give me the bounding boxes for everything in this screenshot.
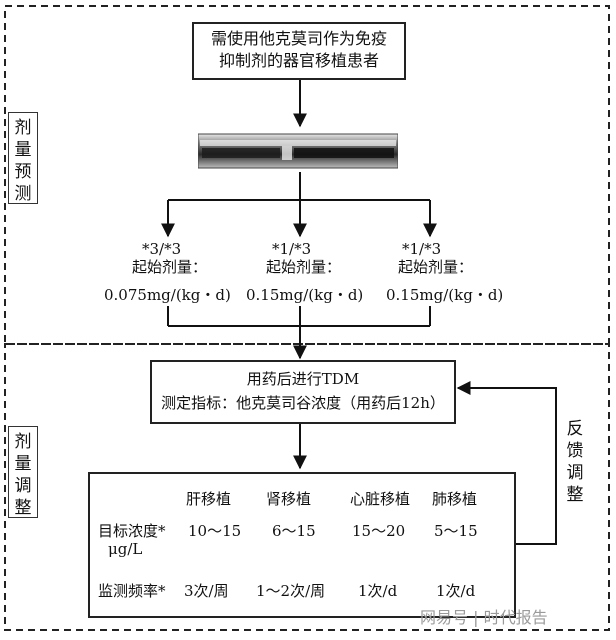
table-row1-heart: 15～20 [352,522,406,540]
patient-box-line2: 抑制剂的器官移植患者 [218,51,379,70]
tdm-box-line1: 用药后进行TDM [246,370,360,388]
feedback-loop-line [456,381,557,545]
table-row1-lung: 5～15 [434,522,478,540]
watermark: 网易号 | 时代报告 [420,608,548,627]
tdm-box-line2: 测定指标：他克莫司谷浓度（用药后12h） [161,394,445,412]
table-col-heart: 心脏移植 [350,490,411,508]
genotype-left: *3/*3 [142,240,182,258]
table-col-liver: 肝移植 [186,490,232,508]
table-row2-liver: 3次/周 [184,582,229,600]
dose-value-left: 0.075mg/(kg・d) [104,286,231,304]
monitoring-table-box: 肝移植 肾移植 心脏移植 肺移植 目标浓度* μg/L 10～15 6～15 1… [88,472,516,618]
table-row1-liver: 10～15 [188,522,242,540]
table-row2-kidney: 1～2次/周 [256,582,326,600]
dose-label-middle: 起始剂量： [266,258,342,276]
dose-label-right: 起始剂量： [398,258,474,276]
table-col-kidney: 肾移植 [266,490,312,508]
gene-chip-image [197,130,399,172]
table-row2-heart: 1次/d [358,582,398,600]
genotype-right: *1/*3 [402,240,442,258]
table-row1-kidney: 6～15 [272,522,316,540]
tdm-box: 用药后进行TDM 测定指标：他克莫司谷浓度（用药后12h） [150,360,456,424]
dose-value-right: 0.15mg/(kg・d) [386,286,504,304]
section-label-prediction: 剂 量 预 测 [8,112,38,204]
patient-box: 需使用他克莫司作为免疫 抑制剂的器官移植患者 [192,22,406,80]
genotype-middle: *1/*3 [272,240,312,258]
table-row1-label-a: 目标浓度* [98,522,166,540]
patient-box-line1: 需使用他克莫司作为免疫 [210,29,387,48]
section-label-adjustment: 剂 量 调 整 [8,426,38,518]
adjustment-section-frame [4,343,610,631]
table-col-lung: 肺移植 [432,490,478,508]
feedback-label: 反 馈 调 整 [560,418,590,506]
table-row2-label: 监测频率* [98,582,166,600]
dose-label-left: 起始剂量： [132,258,208,276]
prediction-section-frame [4,5,610,345]
table-row1-label-b: μg/L [108,540,143,558]
dose-value-middle: 0.15mg/(kg・d) [246,286,364,304]
table-row2-lung: 1次/d [436,582,476,600]
